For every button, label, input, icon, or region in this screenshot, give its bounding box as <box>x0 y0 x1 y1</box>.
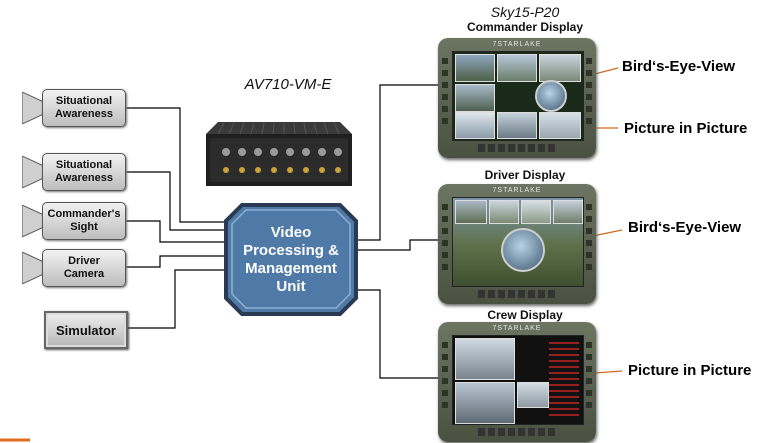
camera-label: Situational Awareness <box>42 153 126 191</box>
crew-display: 7STARLAKE <box>438 322 596 442</box>
driver-screen <box>452 197 584 287</box>
simulator-box: Simulator <box>44 311 128 349</box>
vpmu-label: Video Processing & Management Unit <box>243 224 339 295</box>
connector-commander <box>354 84 446 241</box>
camera-driver: Driver Camera <box>22 249 126 287</box>
camera-label: Situational Awareness <box>42 89 126 127</box>
connector-cs <box>124 220 232 243</box>
connector-sa1 <box>124 107 240 223</box>
hardware-box-image <box>206 122 352 186</box>
connector-crew <box>354 289 446 379</box>
bev-overlay <box>501 228 545 272</box>
callout-driver-bev: Bird‘s-Eye-View <box>628 219 742 236</box>
display-model-title: Sky15-P20 <box>490 4 560 20</box>
display-brand: 7STARLAKE <box>492 325 542 332</box>
connector-dc <box>124 255 232 268</box>
connector-sa2 <box>124 171 236 231</box>
bev-overlay <box>535 80 567 112</box>
camera-situational-awareness-1: Situational Awareness <box>22 89 126 127</box>
driver-display-title: Driver Display <box>484 168 566 182</box>
display-brand: 7STARLAKE <box>492 187 542 194</box>
camera-situational-awareness-2: Situational Awareness <box>22 153 126 191</box>
callout-commander-pip: Picture in Picture <box>624 120 748 137</box>
camera-commanders-sight: Commander's Sight <box>22 202 126 240</box>
commander-screen <box>452 51 584 141</box>
connector-sim <box>124 269 236 329</box>
camera-label: Commander's Sight <box>42 202 126 240</box>
commander-display-title: Commander Display <box>466 20 584 34</box>
display-brand: 7STARLAKE <box>492 41 542 48</box>
crew-screen <box>452 335 584 425</box>
callout-commander-bev: Bird‘s-Eye-View <box>622 58 736 75</box>
connector-driver <box>356 239 446 251</box>
camera-label: Driver Camera <box>42 249 126 287</box>
commander-display: 7STARLAKE <box>438 38 596 158</box>
driver-display: 7STARLAKE <box>438 184 596 304</box>
crew-display-title: Crew Display <box>487 308 563 322</box>
hardware-model-title: AV710-VM-E <box>244 76 332 93</box>
vpmu-shape <box>224 203 358 316</box>
callout-crew-pip: Picture in Picture <box>628 362 752 379</box>
